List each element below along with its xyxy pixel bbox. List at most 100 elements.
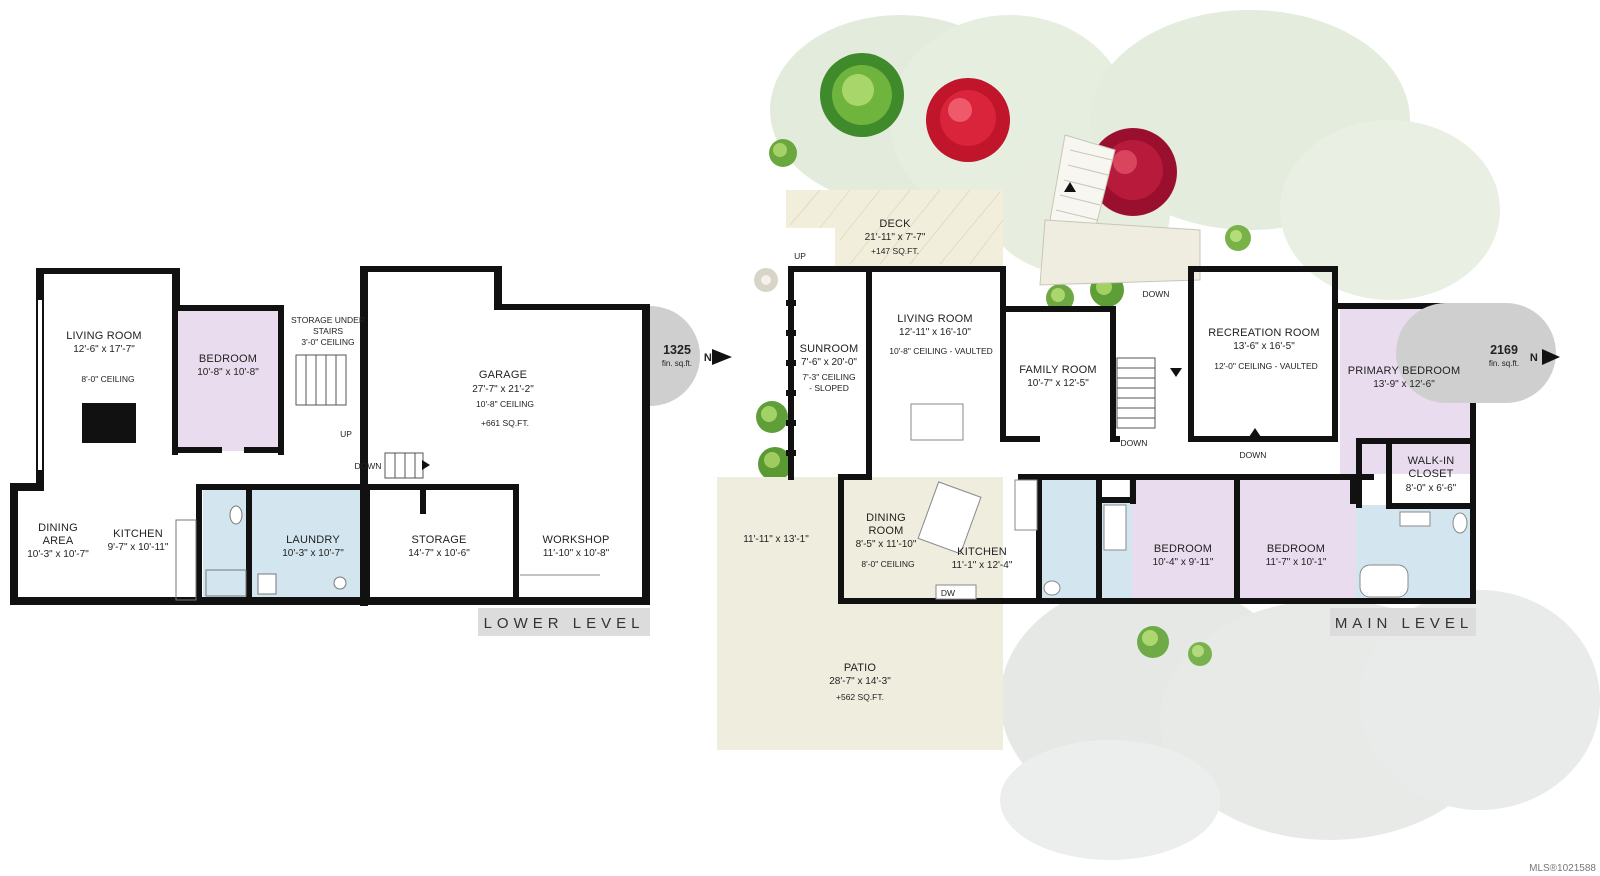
lower-level-label: LOWER LEVEL [484, 615, 645, 632]
stairs [295, 354, 424, 479]
bedroom1-name: BEDROOM [1154, 543, 1212, 555]
lower-storage-stairs-name2: STAIRS [313, 326, 343, 336]
north-arrow-icon [712, 349, 732, 365]
lower-level-label-bg [478, 608, 650, 636]
main-level-label-bg [1330, 608, 1476, 636]
bedroom2-name: BEDROOM [1267, 543, 1325, 555]
lower-area-unit: fin. sq.ft. [662, 359, 692, 368]
lower-area-badge [650, 306, 732, 406]
main-kitchen-name: KITCHEN [957, 546, 1007, 558]
main-dining-dim: 8'-5" x 11'-10" [856, 539, 917, 550]
main-area-value: 2169 [1490, 343, 1518, 357]
sunroom-note2: - SLOPED [809, 383, 849, 393]
garage-name: GARAGE [479, 369, 527, 381]
toilet [1452, 512, 1468, 534]
deck-name: DECK [879, 218, 911, 230]
kitchen-counter [175, 519, 197, 601]
family-dim: 10'-7" x 12'-5" [1027, 378, 1089, 389]
toilet [1043, 580, 1061, 596]
walkin-name2: CLOSET [1408, 468, 1453, 480]
down-arrow-icon [1170, 368, 1182, 377]
lower-stairs-up: UP [340, 429, 352, 439]
main-level-plan [717, 189, 1476, 750]
workshop-name: WORKSHOP [543, 534, 610, 546]
bedroom2-fill [1238, 476, 1356, 600]
garage-dim: 27'-7" x 21'-2" [472, 384, 534, 395]
main-area-badge [1396, 303, 1560, 403]
red-tree-icon [926, 78, 1010, 162]
red-tree-icon [1089, 128, 1177, 216]
up-arrow-icon [1249, 428, 1261, 437]
walkin-dim: 8'-0" x 6'-6" [1406, 483, 1457, 494]
lower-kitchen-dim: 9'-7" x 10'-11" [108, 542, 169, 553]
bedroom1-dim: 10'-4" x 9'-11" [1153, 557, 1214, 568]
recreation-note: 12'-0" CEILING - VAULTED [1214, 361, 1318, 371]
patio-area: +562 SQ.FT. [836, 692, 884, 702]
bathtub [1103, 504, 1127, 551]
primary-bedroom-dim: 13'-9" x 12'-6" [1373, 379, 1435, 390]
bedroom-fill [178, 309, 282, 451]
main-level-label: MAIN LEVEL [1335, 615, 1473, 632]
kitchen-counter [1014, 479, 1038, 531]
primary-bedroom-name: PRIMARY BEDROOM [1348, 365, 1461, 377]
patio-dim: 28'-7" x 14'-3" [829, 676, 891, 687]
bathtub [1359, 564, 1409, 598]
dryer [257, 573, 277, 595]
lower-storage-stairs-name1: STORAGE UNDER [291, 315, 365, 325]
laundry-dim: 10'-3" x 10'-7" [282, 548, 344, 559]
lower-bedroom-name: BEDROOM [199, 353, 257, 365]
workshop-dim: 11'-10" x 10'-8" [543, 548, 610, 559]
lower-storage-dim: 14'-7" x 10'-6" [408, 548, 470, 559]
main-dining-name1: DINING [866, 512, 906, 524]
washer [333, 576, 347, 590]
garage-note: 10'-8" CEILING [476, 399, 534, 409]
bedroom1-fill [1129, 476, 1234, 600]
laundry-name: LAUNDRY [286, 534, 340, 546]
main-stairs-up: UP [794, 251, 806, 261]
lower-area-value: 1325 [663, 343, 691, 357]
lower-storage-stairs-note: 3'-0" CEILING [301, 337, 354, 347]
sunroom-name: SUNROOM [800, 343, 859, 355]
walkway [1039, 134, 1201, 286]
lower-storage-name: STORAGE [412, 534, 467, 546]
main-stairs-down1: DOWN [1143, 289, 1170, 299]
lower-kitchen-name: KITCHEN [113, 528, 163, 540]
main-kitchen-dim: 11'-1" x 12'-4" [952, 560, 1013, 571]
main-living-name: LIVING ROOM [897, 313, 973, 325]
kitchen-island [917, 481, 982, 555]
main-stairs-down3: DOWN [1240, 450, 1267, 460]
lower-bedroom-dim: 10'-8" x 10'-8" [197, 367, 259, 378]
family-name: FAMILY ROOM [1019, 364, 1097, 376]
garage-area: +661 SQ.FT. [481, 418, 529, 428]
patio-sub-dim: 11'-11" x 13'-1" [743, 534, 809, 545]
sunroom-note1: 7'-3" CEILING [802, 372, 855, 382]
up-arrow-icon [1064, 182, 1076, 192]
main-north-label: N [1530, 352, 1538, 364]
main-area-unit: fin. sq.ft. [1489, 359, 1519, 368]
lower-living-name: LIVING ROOM [66, 330, 142, 342]
bathtub [205, 569, 247, 597]
lower-dining-name1: DINING [38, 522, 78, 534]
main-dining-note: 8'-0" CEILING [861, 559, 914, 569]
dishwasher [935, 584, 977, 600]
recreation-dim: 13'-6" x 16'-5" [1233, 341, 1295, 352]
fireplace [910, 403, 964, 441]
lower-dining-name2: AREA [43, 535, 74, 547]
bath-fill [1040, 476, 1100, 600]
lower-stairs-down: DOWN [355, 461, 382, 471]
lower-living-dim: 12'-6" x 17'-7" [73, 344, 135, 355]
patio-name: PATIO [844, 662, 877, 674]
toilet [229, 505, 243, 525]
arrow-icon [422, 460, 430, 470]
lower-north-label: N [704, 352, 712, 364]
lower-dining-dim: 10'-3" x 10'-7" [27, 549, 89, 560]
main-living-note: 10'-8" CEILING - VAULTED [889, 346, 993, 356]
lower-level-plan [10, 266, 650, 606]
tree-icon [820, 53, 904, 137]
deck-area: +147 SQ.FT. [871, 246, 919, 256]
walkin-name1: WALK-IN [1408, 455, 1455, 467]
vanity [1399, 511, 1431, 527]
north-arrow-icon [1542, 349, 1560, 365]
recreation-name: RECREATION ROOM [1208, 327, 1320, 339]
